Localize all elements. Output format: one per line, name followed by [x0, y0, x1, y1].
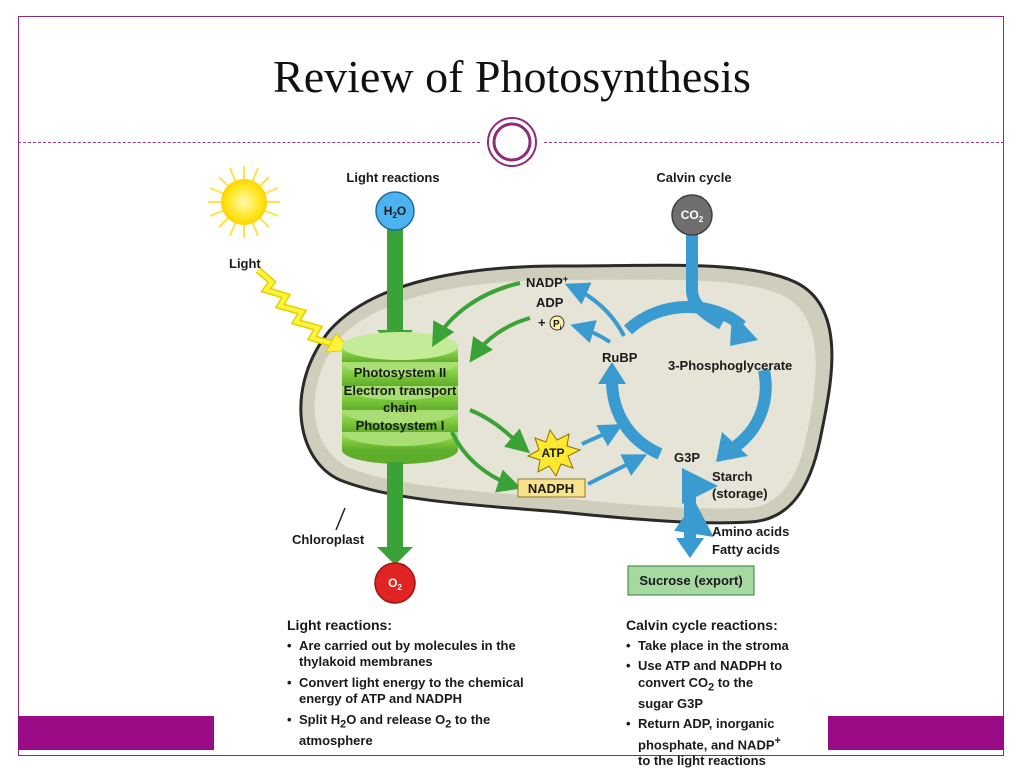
h2o-text: H2O	[384, 204, 406, 220]
calvin-notes-heading: Calvin cycle reactions:	[626, 617, 778, 633]
accent-band-left	[18, 716, 214, 750]
o2-arrow-shaft	[387, 462, 403, 550]
title-divider-left	[18, 142, 480, 143]
starch-label: Starch	[712, 469, 753, 484]
title-ornament	[487, 117, 537, 167]
co2-text: CO2	[681, 208, 704, 224]
nadph-arrow	[450, 431, 522, 493]
co2-arrow	[686, 232, 725, 330]
nadp-return-arrow	[432, 281, 521, 347]
calvin-cycle-label: Calvin cycle	[656, 170, 731, 185]
h2o-arrow-shaft	[387, 225, 403, 333]
photosystem-2-label: Photosystem II	[354, 365, 446, 380]
phosphoglycerate-label: 3-Phosphoglycerate	[668, 358, 792, 373]
atp-starburst	[526, 428, 582, 478]
photosystem-1-label: Photosystem I	[356, 418, 445, 433]
atp-arrow	[469, 408, 531, 454]
nadp-label: NADP+	[526, 274, 568, 290]
nadph-label: NADPH	[528, 481, 574, 496]
electron-transport-label: Electron transport	[344, 383, 457, 398]
adp-return-arrow	[469, 316, 531, 363]
cycle-to-nadp-arrow	[564, 282, 626, 337]
amino-branch-arrow	[674, 501, 714, 537]
co2-molecule	[671, 194, 713, 236]
nadph-box	[517, 478, 586, 498]
cycle-to-adp-arrow	[570, 320, 612, 344]
h2o-molecule	[375, 191, 415, 231]
chloroplast-label: Chloroplast	[292, 532, 365, 547]
chain-label: chain	[383, 400, 417, 415]
pi-prefix: +	[538, 315, 546, 330]
g3p-label: G3P	[674, 450, 700, 465]
adp-label: ADP	[536, 295, 564, 310]
fatty-acids-label: Fatty acids	[712, 542, 780, 557]
slide-frame	[18, 16, 1004, 756]
light-note-3: Split H2O and release O2 to theatmospher…	[287, 712, 577, 750]
calvin-cycle-arrowheads	[598, 312, 758, 462]
thylakoid-stack	[342, 332, 458, 464]
o2-arrow-head	[377, 547, 413, 565]
sucrose-label: Sucrose (export)	[639, 573, 742, 588]
g3p-outflow-head	[676, 538, 704, 558]
light-note-1: Are carried out by molecules in thethyla…	[287, 638, 577, 671]
light-reactions-notes: Light reactions: Are carried out by mole…	[287, 617, 577, 753]
calvin-cycle-ring	[606, 301, 772, 460]
sucrose-box	[627, 565, 755, 596]
atp-to-cycle-arrow	[581, 424, 624, 447]
atp-label: ATP	[541, 446, 564, 460]
chloroplast-leader	[335, 507, 346, 531]
light-note-2: Convert light energy to the chemicalener…	[287, 675, 577, 708]
sun-icon	[208, 166, 280, 238]
nadph-to-cycle-arrow	[587, 454, 648, 486]
amino-acids-label: Amino acids	[712, 524, 789, 539]
light-notes-heading: Light reactions:	[287, 617, 393, 633]
calvin-cycle-notes: Calvin cycle reactions: Take place in th…	[626, 617, 826, 774]
calvin-note-1: Take place in the stroma	[626, 638, 826, 655]
slide-title: Review of Photosynthesis	[273, 51, 751, 102]
o2-text: O2	[388, 576, 402, 592]
pi-label: Pi	[553, 319, 562, 332]
light-ray-icon	[255, 267, 354, 353]
storage-label: (storage)	[712, 486, 768, 501]
rubp-label: RuBP	[602, 350, 638, 365]
light-reactions-label: Light reactions	[346, 170, 439, 185]
accent-band-right	[828, 716, 1004, 750]
o2-molecule	[374, 562, 416, 604]
light-label: Light	[229, 256, 261, 271]
phosphate-icon	[549, 315, 565, 331]
title-divider-right	[544, 142, 1004, 143]
